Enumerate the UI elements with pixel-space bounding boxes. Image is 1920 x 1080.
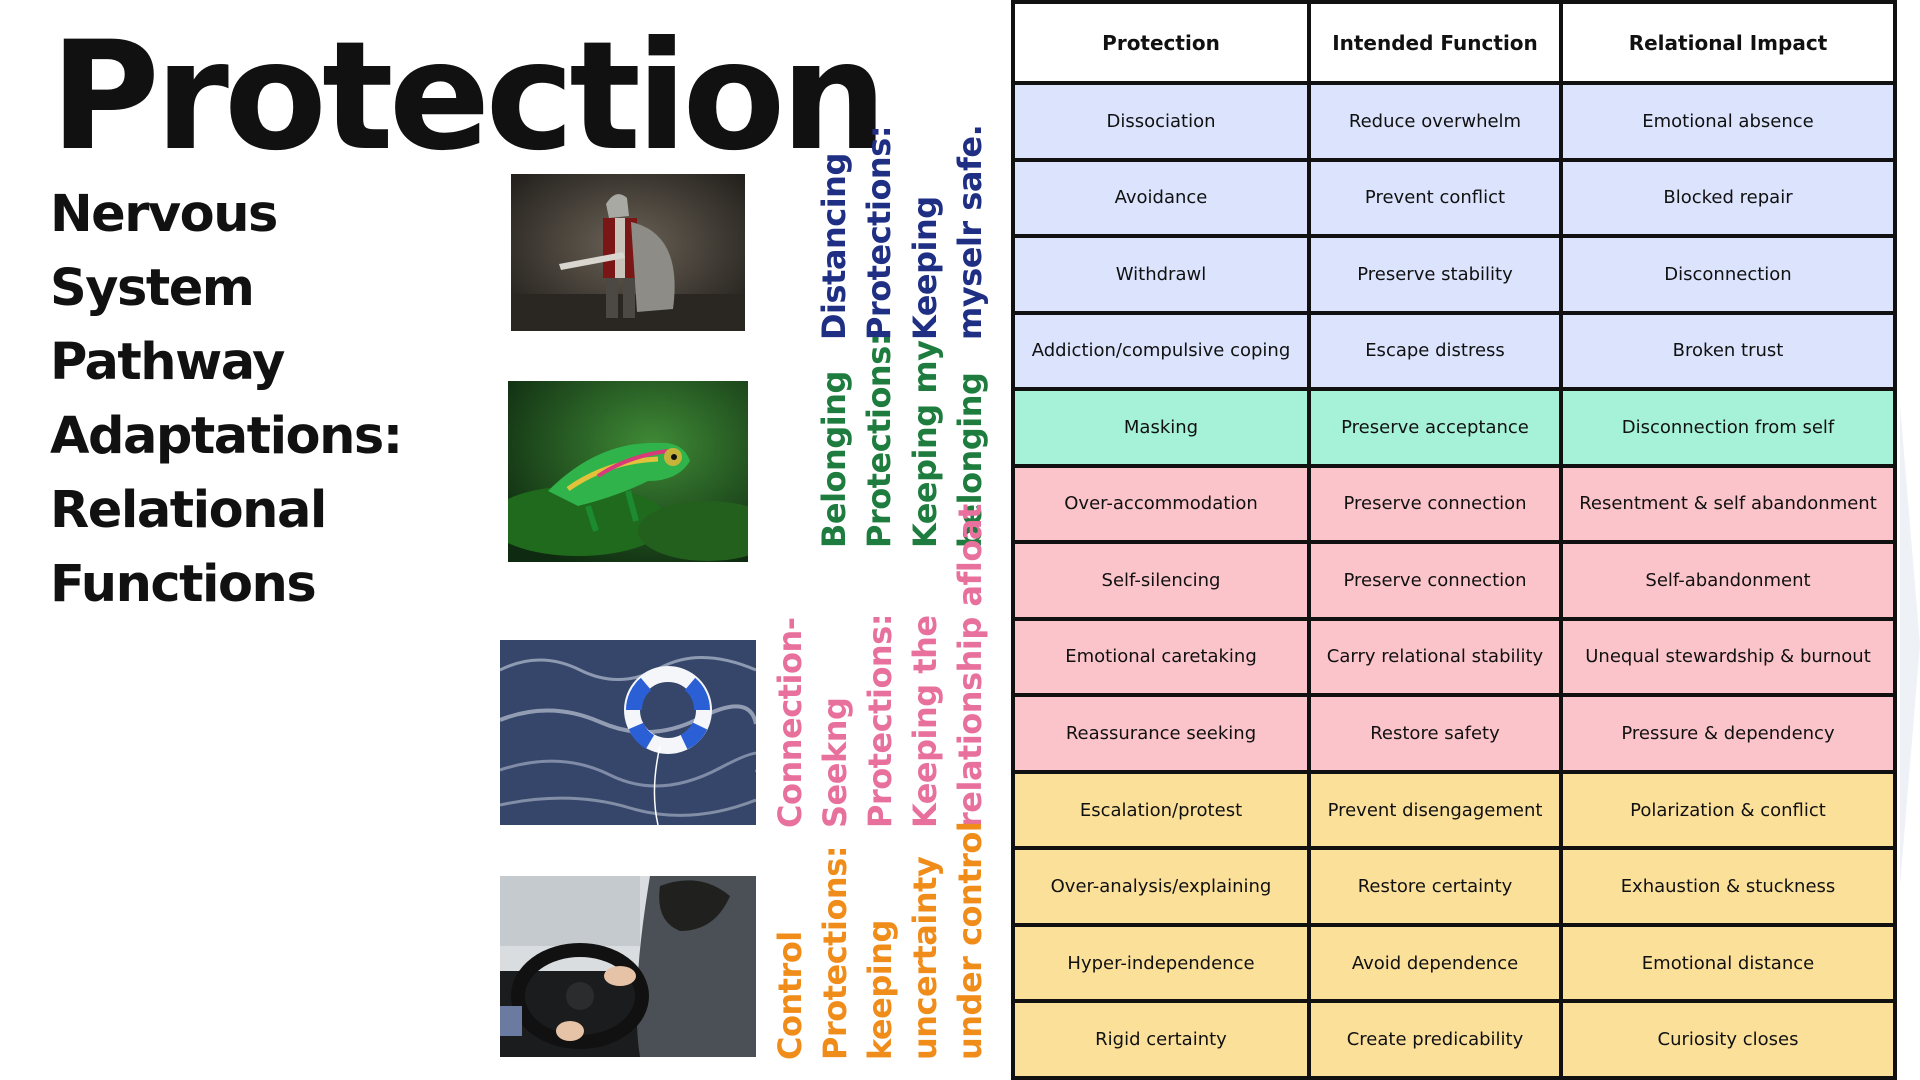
category-line: Distancing: [815, 153, 853, 340]
category-control: Control Protections: keeping uncertainty…: [768, 821, 992, 1060]
category-distancing: Distancing Protections: Keeping myselr s…: [812, 124, 992, 340]
cell-protection: Rigid certainty: [1011, 999, 1311, 1080]
category-line: Keeping my: [905, 340, 944, 548]
cell-relational-impact: Polarization & conflict: [1559, 769, 1897, 851]
cell-protection: Escalation/protest: [1011, 769, 1311, 851]
cell-protection: Reassurance seeking: [1011, 693, 1311, 774]
cell-intended-function: Prevent disengagement: [1307, 769, 1563, 851]
cell-protection: Hyper-independence: [1011, 922, 1311, 1004]
cell-relational-impact: Pressure & dependency: [1559, 693, 1897, 774]
knight-with-shield-photo: [511, 174, 745, 331]
cell-relational-impact: Disconnection: [1559, 234, 1897, 315]
cell-protection: Withdrawl: [1011, 234, 1311, 315]
cell-intended-function: Avoid dependence: [1307, 922, 1563, 1004]
subtitle: Nervous System Pathway Adaptations: Rela…: [50, 178, 490, 622]
cell-intended-function: Create predicability: [1307, 999, 1563, 1080]
chameleon-photo: [508, 381, 748, 562]
cell-relational-impact: Disconnection from self: [1559, 387, 1897, 468]
cell-relational-impact: Resentment & self abandonment: [1559, 463, 1897, 545]
cell-protection: Avoidance: [1011, 157, 1311, 239]
subtitle-line: Relational: [50, 481, 327, 540]
category-line: Keeping the: [906, 615, 944, 828]
header-intended-function: Intended Function: [1307, 0, 1563, 85]
category-line: under control: [951, 821, 989, 1060]
category-line: uncertainty: [906, 856, 944, 1060]
cell-intended-function: Prevent conflict: [1307, 157, 1563, 239]
cell-protection: Over-accommodation: [1011, 463, 1311, 545]
category-line: Protections:: [860, 125, 899, 340]
category-line: Connection-: [771, 617, 809, 828]
cell-intended-function: Preserve acceptance: [1307, 387, 1563, 468]
category-line: Keeping: [905, 196, 944, 340]
subtitle-line: Adaptations:: [50, 407, 403, 466]
cell-intended-function: Escape distress: [1307, 310, 1563, 392]
life-ring-in-sea-photo: [500, 640, 756, 825]
cell-intended-function: Restore safety: [1307, 693, 1563, 774]
cell-protection: Over-analysis/explaining: [1011, 846, 1311, 927]
cell-protection: Addiction/compulsive coping: [1011, 310, 1311, 392]
driver-at-steering-wheel-photo: [500, 876, 756, 1057]
subtitle-line: Nervous System: [50, 185, 278, 318]
cell-relational-impact: Emotional distance: [1559, 922, 1897, 1004]
cell-protection: Dissociation: [1011, 81, 1311, 162]
cell-relational-impact: Broken trust: [1559, 310, 1897, 392]
category-line: Protections:: [860, 333, 899, 548]
cell-intended-function: Restore certainty: [1307, 846, 1563, 927]
cell-relational-impact: Emotional absence: [1559, 81, 1897, 162]
cell-protection: Emotional caretaking: [1011, 616, 1311, 698]
table-header-row: Protection Intended Function Relational …: [1011, 0, 1897, 85]
protection-table: Protection Intended Function Relational …: [1011, 0, 1897, 1080]
cell-protection: Self-silencing: [1011, 540, 1311, 621]
cell-relational-impact: Curiosity closes: [1559, 999, 1897, 1080]
cell-relational-impact: Unequal stewardship & burnout: [1559, 616, 1897, 698]
category-line: Protections:: [816, 845, 854, 1060]
category-line: keeping: [861, 920, 899, 1060]
cell-intended-function: Preserve connection: [1307, 463, 1563, 545]
category-line: myselr safe.: [950, 124, 989, 340]
decorative-shape: [1900, 405, 1920, 885]
category-line: Seekng: [816, 697, 854, 828]
category-line: Control: [771, 931, 809, 1060]
cell-relational-impact: Exhaustion & stuckness: [1559, 846, 1897, 927]
cell-intended-function: Carry relational stability: [1307, 616, 1563, 698]
category-line: relationship afloat: [951, 504, 989, 828]
header-relational-impact: Relational Impact: [1559, 0, 1897, 85]
subtitle-line: Functions: [50, 555, 317, 614]
cell-intended-function: Preserve stability: [1307, 234, 1563, 315]
subtitle-line: Pathway: [50, 333, 285, 392]
category-connection-seeking: Connection- Seekng Protections: Keeping …: [768, 504, 992, 828]
header-protection: Protection: [1011, 0, 1311, 85]
category-line: Belonging: [815, 371, 853, 548]
cell-intended-function: Preserve connection: [1307, 540, 1563, 621]
cell-relational-impact: Self-abandonment: [1559, 540, 1897, 621]
cell-protection: Masking: [1011, 387, 1311, 468]
page-title: Protection: [50, 10, 887, 184]
category-line: Protections:: [861, 613, 899, 828]
cell-relational-impact: Blocked repair: [1559, 157, 1897, 239]
cell-intended-function: Reduce overwhelm: [1307, 81, 1563, 162]
